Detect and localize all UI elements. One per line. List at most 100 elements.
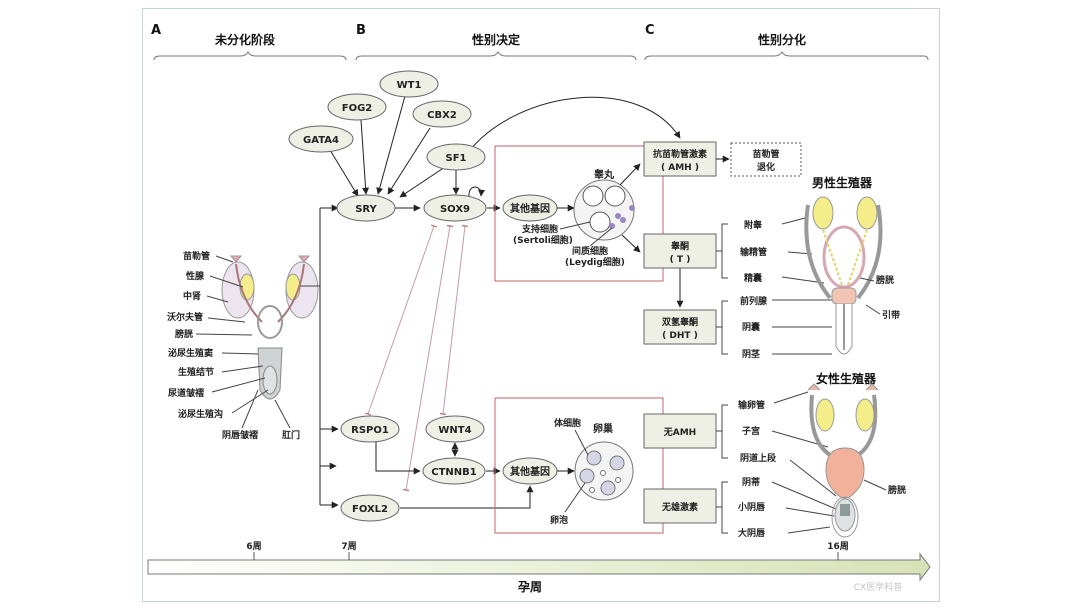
label-upper-vagina: 阴道上段: [740, 452, 777, 464]
male-anatomy: [804, 196, 883, 355]
panel-title-sex-determination: 性别决定: [471, 32, 520, 47]
node-sox9: SOX9: [423, 194, 487, 222]
panel-letter-b: B: [356, 23, 366, 38]
label-urethral-fold: 尿道皱褶: [168, 387, 204, 399]
bipotential-branch: [319, 204, 339, 509]
panel-title-undifferentiated: 未分化阶段: [214, 32, 276, 47]
svg-text:( T ): ( T ): [670, 255, 691, 265]
watermark: CX医学科普: [854, 581, 902, 593]
panel-title-sex-differentiation: 性别分化: [757, 32, 806, 47]
label-fallopian-tube: 输卵管: [738, 399, 765, 411]
svg-text:其他基因: 其他基因: [510, 202, 550, 215]
svg-text:( DHT ): ( DHT ): [662, 331, 698, 341]
svg-text:( AMH ): ( AMH ): [661, 163, 699, 173]
node-male-other-genes: 其他基因: [502, 194, 558, 222]
svg-text:WNT4: WNT4: [438, 425, 471, 436]
mullerian-regression-box: 苗勒管 退化: [730, 142, 802, 177]
node-wt1: WT1: [379, 70, 439, 98]
label-anus: 肛门: [282, 429, 300, 441]
gestation-timeline: 6周 7周 16周 孕周: [147, 541, 931, 594]
node-sf1: SF1: [426, 143, 486, 171]
sertoli-label: 支持细胞: [521, 223, 558, 235]
regulator-edges: [329, 95, 681, 212]
brace-b: [355, 50, 637, 61]
tick-16-weeks: 16周: [827, 541, 849, 552]
label-bladder: 膀胱: [174, 328, 193, 340]
label-prostate: 前列腺: [740, 295, 768, 307]
svg-text:退化: 退化: [757, 161, 775, 173]
testis-illustration: [573, 179, 635, 241]
node-gata4: GATA4: [288, 125, 354, 153]
label-clitoris: 阴蒂: [742, 476, 760, 488]
label-mesonephros: 中肾: [183, 290, 201, 302]
label-urogenital-groove: 泌尿生殖沟: [178, 408, 223, 420]
male-genitalia-title: 男性生殖器: [812, 175, 873, 190]
label-wolffian-duct: 沃尔夫管: [167, 311, 203, 323]
dht-box: 双氢睾酮 ( DHT ): [643, 309, 717, 345]
label-mullerian-duct: 苗勒管: [183, 250, 210, 262]
brace-a: [153, 50, 347, 61]
svg-text:RSPO1: RSPO1: [351, 425, 389, 436]
timeline-axis-label: 孕周: [518, 580, 542, 594]
svg-text:CTNNB1: CTNNB1: [431, 467, 477, 478]
t-targets: 附睾 输精管 精囊: [716, 217, 825, 284]
mutual-inhibition-edges: [364, 224, 469, 492]
svg-text:WT1: WT1: [397, 80, 422, 91]
no-androgen-targets: 阴蒂 小阴唇 大阴唇: [716, 476, 837, 539]
node-foxl2: FOXL2: [340, 494, 400, 522]
node-wnt4: WNT4: [425, 415, 485, 443]
label-penis: 阴茎: [742, 348, 760, 360]
svg-text:SRY: SRY: [355, 204, 377, 215]
label-urogenital-sinus: 泌尿生殖窦: [168, 347, 213, 359]
tick-7-weeks: 7周: [341, 541, 356, 552]
undifferentiated-anatomy: [221, 255, 320, 400]
male-label-bladder: 膀胱: [875, 274, 894, 286]
ovary-pathway-box: [494, 397, 664, 534]
female-genitalia-title: 女性生殖器: [816, 371, 877, 386]
somatic-cell-label: 体细胞: [554, 417, 581, 429]
node-cbx2: CBX2: [412, 100, 472, 128]
ovary-illustration: [574, 441, 634, 501]
follicle-label: 卵泡: [550, 514, 568, 526]
male-label-gubernaculum: 引带: [882, 309, 900, 321]
dht-targets: 前列腺 阴囊 阴茎: [716, 295, 832, 360]
testis-label: 睾丸: [594, 168, 615, 181]
node-fog2: FOG2: [327, 93, 387, 121]
svg-text:SOX9: SOX9: [440, 204, 470, 215]
timeline-arrow: [147, 552, 931, 582]
svg-text:CBX2: CBX2: [427, 110, 457, 121]
no-androgen-box: 无雄激素: [643, 488, 717, 524]
panel-letter-c: C: [645, 23, 655, 38]
label-uterus: 子宫: [742, 425, 760, 437]
svg-text:SF1: SF1: [446, 153, 467, 164]
svg-text:无AMH: 无AMH: [663, 427, 696, 438]
svg-text:GATA4: GATA4: [303, 135, 339, 146]
node-ctnnb1: CTNNB1: [422, 457, 486, 485]
label-scrotum: 阴囊: [742, 321, 761, 333]
label-epididymis: 附睾: [744, 219, 762, 231]
female-edges: [375, 442, 534, 509]
undifferentiated-labels: 苗勒管 性腺 中肾 沃尔夫管 膀胱 泌尿生殖窦 生殖结节 尿道皱褶 泌尿生殖沟 …: [167, 250, 300, 441]
label-genital-tubercle: 生殖结节: [178, 366, 214, 378]
diagram-frame: [142, 8, 940, 602]
sertoli-en-label: (Sertoli细胞): [513, 234, 573, 246]
amh-box: 抗苗勒管激素 ( AMH ): [643, 141, 717, 177]
node-female-other-genes: 其他基因: [502, 457, 558, 485]
label-labioscrotal-fold: 阴唇皱褶: [222, 429, 258, 441]
testis-pathway-box: [494, 145, 664, 282]
no-amh-targets: 输卵管 子宫 阴道上段: [716, 391, 837, 497]
female-anatomy: [807, 383, 879, 538]
no-amh-box: 无AMH: [643, 413, 717, 449]
svg-text:苗勒管: 苗勒管: [752, 148, 779, 160]
ovary-label: 卵巢: [593, 422, 614, 435]
svg-text:FOG2: FOG2: [342, 103, 373, 114]
panel-letter-a: A: [151, 23, 161, 38]
node-rspo1: RSPO1: [340, 415, 400, 443]
brace-c: [644, 50, 929, 61]
svg-text:无雄激素: 无雄激素: [661, 501, 698, 513]
label-gonad: 性腺: [186, 270, 205, 282]
svg-text:双氢睾酮: 双氢睾酮: [662, 316, 698, 328]
label-labia-minora: 小阴唇: [737, 501, 766, 513]
svg-text:抗苗勒管激素: 抗苗勒管激素: [653, 148, 707, 160]
